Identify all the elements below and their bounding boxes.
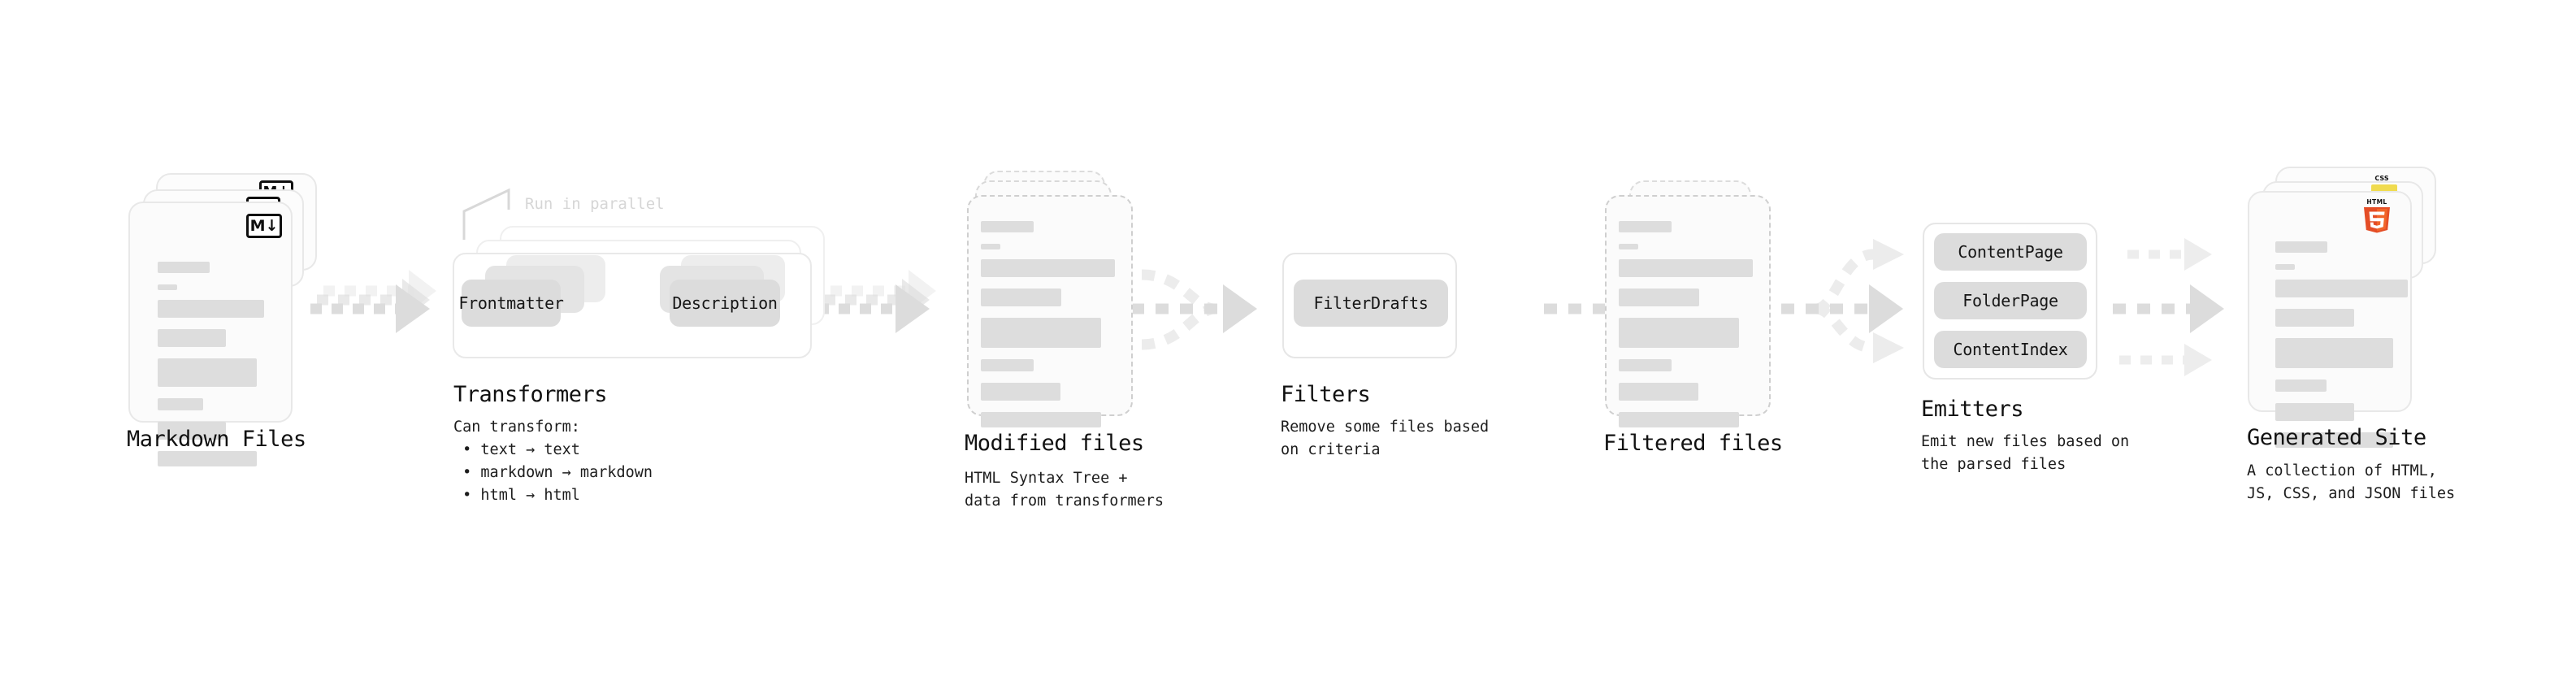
- filter-filterdrafts[interactable]: FilterDrafts: [1294, 280, 1448, 327]
- content-bar: [2275, 338, 2393, 368]
- arrow-transformers-to-modified: [817, 270, 936, 333]
- content-bar: [1619, 359, 1672, 371]
- run-in-parallel-label: Run in parallel: [525, 195, 665, 213]
- stage-description-generated-site: A collection of HTML, JS, CSS, and JSON …: [2247, 462, 2456, 503]
- content-bar: [158, 358, 257, 387]
- emitter-contentpage[interactable]: ContentPage: [1934, 233, 2087, 271]
- stage-title-filtered-files: Filtered files: [1603, 431, 1783, 456]
- stage-description-emitters: Emit new files based on the parsed files: [1921, 433, 2130, 474]
- arrow-emitters-to-site: [2113, 238, 2224, 376]
- content-bar: [1619, 221, 1672, 232]
- stage-title-filters: Filters: [1281, 382, 1371, 407]
- arrow-modified-to-filters: [1131, 269, 1257, 350]
- content-bar: [1619, 244, 1638, 249]
- content-bar: [981, 318, 1101, 348]
- arrow-filtered-to-emitters: [1781, 239, 1904, 363]
- content-bar: [1619, 259, 1753, 277]
- filtered-card-content: [1619, 221, 1781, 439]
- content-bar: [2275, 403, 2354, 421]
- content-bar: [1619, 318, 1739, 348]
- content-bar: [1619, 288, 1699, 306]
- emitter-contentindex[interactable]: ContentIndex: [1934, 331, 2087, 368]
- content-bar: [2275, 241, 2327, 253]
- stage-title-markdown-files: Markdown Files: [127, 427, 306, 452]
- content-bar: [1619, 412, 1739, 427]
- emitter-folderpage[interactable]: FolderPage: [1934, 282, 2087, 319]
- content-bar: [981, 221, 1034, 232]
- stage-title-emitters: Emitters: [1921, 397, 2024, 422]
- stage-title-transformers: Transformers: [453, 382, 608, 407]
- content-bar: [158, 451, 257, 466]
- content-bar: [158, 398, 203, 410]
- svg-text:CSS: CSS: [2374, 175, 2388, 182]
- markdown-badge: M↓: [246, 214, 282, 238]
- content-bar: [158, 422, 226, 440]
- content-bar: [2275, 380, 2327, 392]
- content-bar: [981, 359, 1034, 371]
- transformer-frontmatter[interactable]: Frontmatter: [458, 280, 564, 327]
- content-bar: [981, 259, 1115, 277]
- site-card-content: [2275, 241, 2413, 459]
- stage-title-modified-files: Modified files: [965, 431, 1144, 456]
- content-bar: [981, 288, 1061, 306]
- content-bar: [158, 284, 177, 290]
- stage-description-filters: Remove some files based on criteria: [1281, 419, 1490, 459]
- modified-card-content: [981, 221, 1143, 439]
- svg-text:HTML: HTML: [2366, 198, 2387, 206]
- content-bar: [158, 329, 226, 347]
- stage-title-generated-site: Generated Site: [2247, 425, 2426, 450]
- markdown-card-content: [158, 262, 265, 478]
- html5-icon: HTML: [2364, 198, 2390, 233]
- content-bar: [981, 244, 1000, 249]
- content-bar: [1619, 383, 1698, 401]
- stage-description-modified-files: HTML Syntax Tree + data from transformer…: [965, 470, 1164, 510]
- content-bar: [158, 262, 210, 273]
- content-bar: [981, 383, 1060, 401]
- content-bar: [158, 300, 264, 318]
- content-bar: [2275, 432, 2393, 448]
- transformer-description[interactable]: Description: [670, 280, 780, 327]
- content-bar: [2275, 309, 2354, 327]
- arrow-markdown-to-transformers: [310, 270, 436, 333]
- content-bar: [2275, 280, 2408, 297]
- content-bar: [981, 412, 1101, 427]
- stage-description-transformers: Can transform: • text → text • markdown …: [453, 419, 653, 505]
- content-bar: [2275, 264, 2295, 270]
